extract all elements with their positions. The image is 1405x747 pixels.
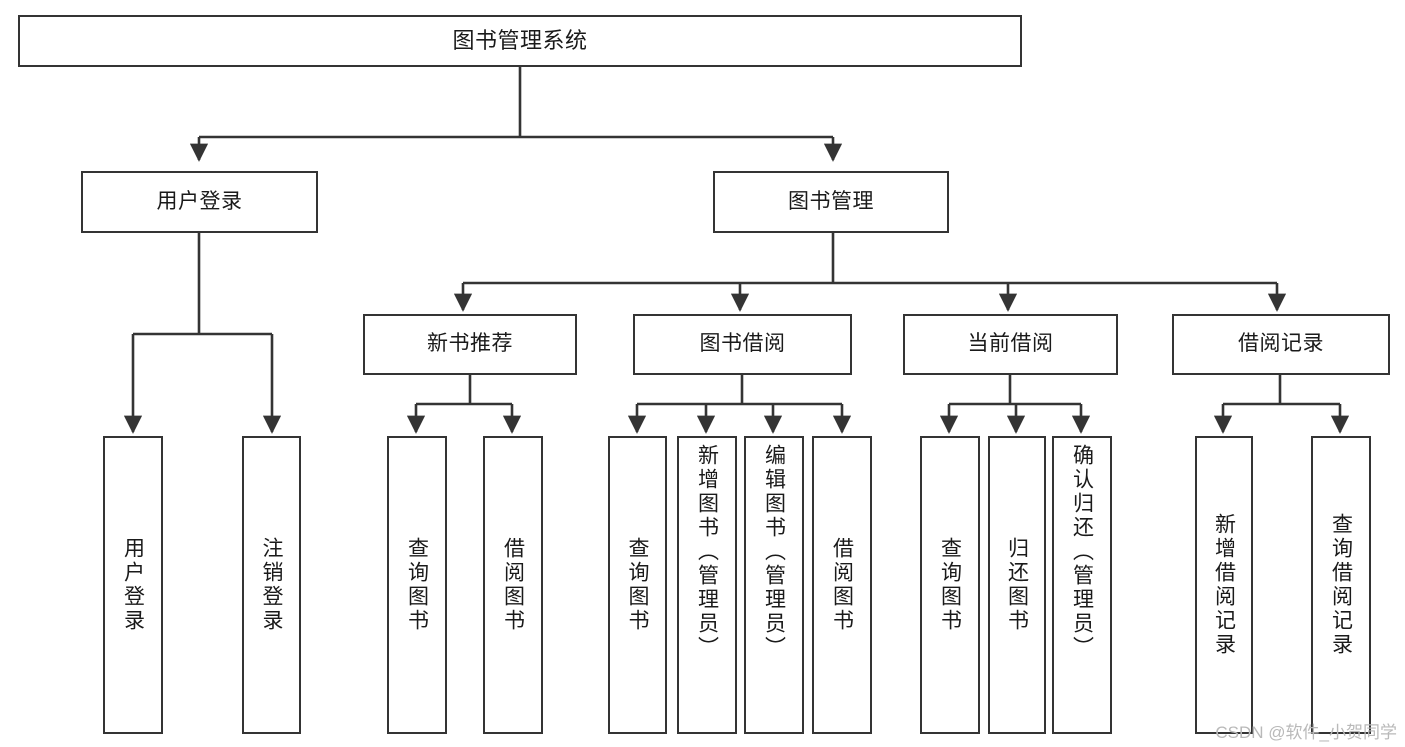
watermark: CSDN @软件_小贺同学 xyxy=(1215,723,1397,742)
node-user-login[interactable]: 用户登录 xyxy=(81,171,318,233)
node-book-borrow[interactable]: 图书借阅 xyxy=(633,314,852,375)
node-label: 查询借阅记录 xyxy=(1329,513,1353,657)
node-label: 归还图书 xyxy=(1005,537,1029,633)
node-new-book-recommend[interactable]: 新书推荐 xyxy=(363,314,577,375)
node-label: 编辑图书（管理员） xyxy=(762,444,786,660)
node-label: 确认归还（管理员） xyxy=(1070,444,1094,660)
leaf-logout[interactable]: 注销登录 xyxy=(242,436,301,734)
node-label: 查询图书 xyxy=(938,537,962,633)
leaf-user-login[interactable]: 用户登录 xyxy=(103,436,163,734)
node-label: 新书推荐 xyxy=(427,332,513,356)
node-label: 用户登录 xyxy=(156,189,243,213)
node-book-management[interactable]: 图书管理 xyxy=(713,171,949,233)
leaf-query-book-recommend[interactable]: 查询图书 xyxy=(387,436,447,734)
leaf-return-book[interactable]: 归还图书 xyxy=(988,436,1046,734)
node-label: 查询图书 xyxy=(405,537,429,633)
node-current-borrow[interactable]: 当前借阅 xyxy=(903,314,1118,375)
node-label: 图书管理系统 xyxy=(452,28,588,54)
node-label: 借阅记录 xyxy=(1238,332,1324,356)
leaf-query-book-current[interactable]: 查询图书 xyxy=(920,436,980,734)
leaf-borrow-book-recommend[interactable]: 借阅图书 xyxy=(483,436,543,734)
leaf-query-borrow-record[interactable]: 查询借阅记录 xyxy=(1311,436,1371,734)
leaf-add-book-admin[interactable]: 新增图书（管理员） xyxy=(677,436,737,734)
node-label: 图书管理 xyxy=(788,189,874,213)
node-label: 当前借阅 xyxy=(967,332,1054,356)
leaf-add-borrow-record[interactable]: 新增借阅记录 xyxy=(1195,436,1253,734)
node-label: 新增借阅记录 xyxy=(1212,513,1236,657)
node-label: 新增图书（管理员） xyxy=(695,444,719,660)
leaf-edit-book-admin[interactable]: 编辑图书（管理员） xyxy=(744,436,804,734)
node-label: 借阅图书 xyxy=(501,537,525,633)
node-label: 注销登录 xyxy=(260,537,283,633)
leaf-query-book-borrow[interactable]: 查询图书 xyxy=(608,436,667,734)
node-label: 查询图书 xyxy=(626,537,649,633)
node-label: 图书借阅 xyxy=(699,332,786,356)
node-borrow-record[interactable]: 借阅记录 xyxy=(1172,314,1390,375)
leaf-borrow-book[interactable]: 借阅图书 xyxy=(812,436,872,734)
node-label: 借阅图书 xyxy=(830,537,854,633)
node-root-system[interactable]: 图书管理系统 xyxy=(18,15,1022,67)
leaf-confirm-return-admin[interactable]: 确认归还（管理员） xyxy=(1052,436,1112,734)
node-label: 用户登录 xyxy=(121,537,145,633)
